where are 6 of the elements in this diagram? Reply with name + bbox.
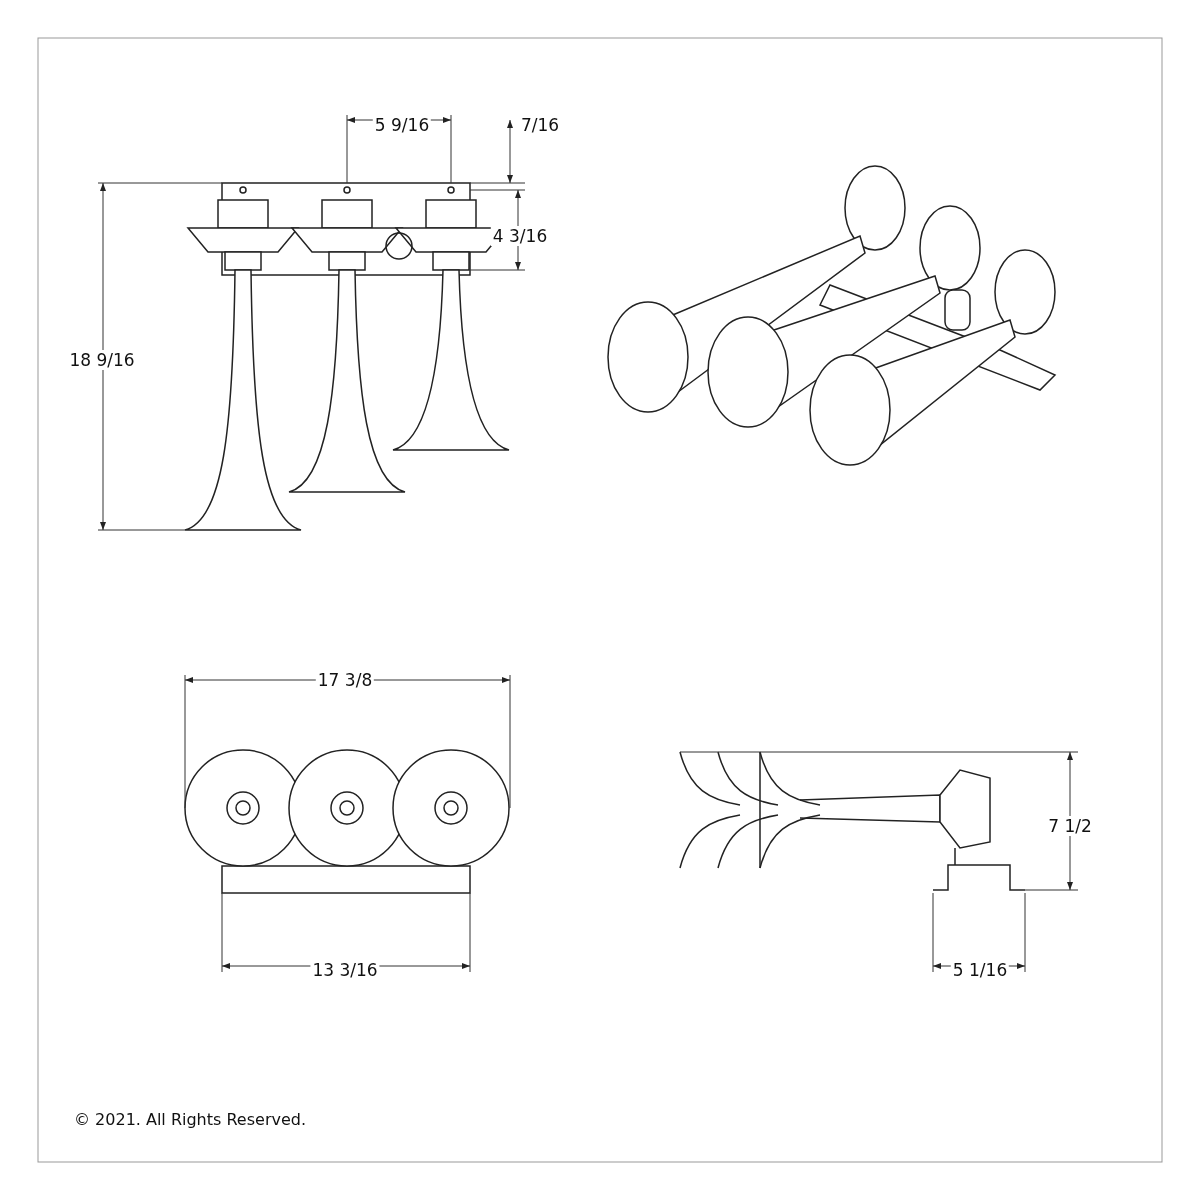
dimension-label: 17 3/8 (315, 670, 375, 690)
dimension-label: 13 3/16 (310, 960, 380, 980)
dimension-label: 4 3/16 (490, 226, 550, 246)
dimension-label: 5 9/16 (372, 115, 432, 135)
dimension-label: 7 1/2 (1046, 816, 1094, 836)
dimension-label: 5 1/16 (950, 960, 1010, 980)
